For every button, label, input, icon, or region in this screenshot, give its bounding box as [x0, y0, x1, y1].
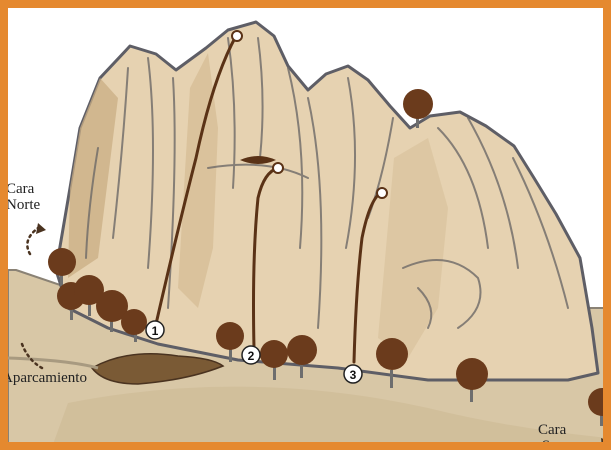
route-1-anchor — [232, 31, 242, 41]
north-arrowhead — [36, 223, 46, 234]
route-2-anchor — [273, 163, 283, 173]
route-badge-1: 1 — [146, 321, 164, 339]
north-face-label: Cara Norte — [6, 181, 40, 213]
north-face-label-line1: Cara — [6, 181, 40, 197]
parking-label: Aparcamiento — [2, 370, 87, 386]
route-number-3: 3 — [350, 368, 357, 382]
north-face-label-line2: Norte — [6, 197, 40, 213]
route-badge-3: 3 — [344, 365, 362, 383]
route-badge-2: 2 — [242, 346, 260, 364]
south-arrowhead — [601, 438, 611, 448]
route-3-anchor — [377, 188, 387, 198]
south-face-label-line1: Cara — [538, 422, 566, 438]
route-number-2: 2 — [248, 349, 255, 363]
route-number-1: 1 — [152, 324, 159, 338]
south-face-label: Cara Sur — [538, 422, 566, 450]
south-face-label-line2: Sur — [538, 438, 566, 450]
crag-illustration: 1 2 3 — [8, 8, 611, 450]
